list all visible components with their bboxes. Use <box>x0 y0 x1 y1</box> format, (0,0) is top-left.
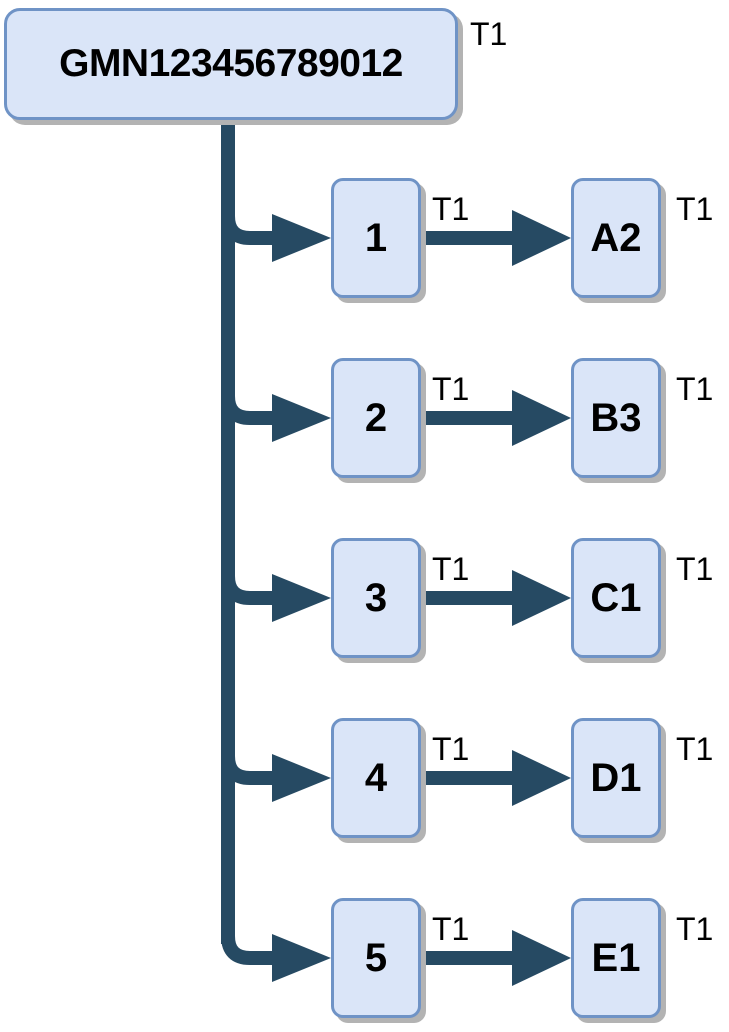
node-leaf-5[interactable]: E1 <box>571 898 661 1018</box>
leaf-arrowhead-1 <box>512 210 571 266</box>
node-leaf-2[interactable]: B3 <box>571 358 661 478</box>
branch-arrowhead-5 <box>272 934 331 982</box>
node-leaf-3-tag: T1 <box>676 551 714 587</box>
node-mid-5[interactable]: 5 <box>331 898 421 1018</box>
branch-arrowhead-2 <box>272 394 331 442</box>
leaf-arrowhead-2 <box>512 390 571 446</box>
node-leaf-3-label: C1 <box>590 575 642 620</box>
edge-tag-1: T1 <box>432 191 470 227</box>
node-leaf-3[interactable]: C1 <box>571 538 661 658</box>
node-root-label: GMN123456789012 <box>59 42 403 85</box>
node-leaf-5-tag: T1 <box>676 911 714 947</box>
branch-elbow-5 <box>221 935 272 965</box>
branch-elbow-4 <box>221 755 272 785</box>
node-mid-2-label: 2 <box>364 395 388 440</box>
node-leaf-2-tag: T1 <box>676 371 714 407</box>
branch-arrowhead-3 <box>272 574 331 622</box>
edge-tag-3: T1 <box>432 551 470 587</box>
branch-elbow-1 <box>221 215 272 245</box>
node-mid-1-label: 1 <box>364 215 388 260</box>
node-leaf-5-label: E1 <box>591 935 641 980</box>
node-leaf-2-label: B3 <box>590 395 642 440</box>
node-leaf-4-label: D1 <box>590 755 642 800</box>
node-mid-5-label: 5 <box>364 935 388 980</box>
node-root[interactable]: GMN123456789012 <box>4 8 458 120</box>
edge-tag-4: T1 <box>432 731 470 767</box>
node-mid-4[interactable]: 4 <box>331 718 421 838</box>
leaf-arrowhead-3 <box>512 570 571 626</box>
node-leaf-1[interactable]: A2 <box>571 178 661 298</box>
node-leaf-4[interactable]: D1 <box>571 718 661 838</box>
node-leaf-4-tag: T1 <box>676 731 714 767</box>
node-leaf-1-tag: T1 <box>676 191 714 227</box>
node-mid-3[interactable]: 3 <box>331 538 421 658</box>
branch-arrowhead-1 <box>272 214 331 262</box>
node-mid-3-label: 3 <box>364 575 388 620</box>
branch-arrowhead-4 <box>272 754 331 802</box>
node-leaf-1-label: A2 <box>590 215 642 260</box>
edge-tag-2: T1 <box>432 371 470 407</box>
edge-tag-5: T1 <box>432 911 470 947</box>
node-root-tag: T1 <box>470 16 508 52</box>
leaf-arrowhead-4 <box>512 750 571 806</box>
branch-elbow-2 <box>221 395 272 425</box>
leaf-arrowhead-5 <box>512 930 571 986</box>
node-mid-1[interactable]: 1 <box>331 178 421 298</box>
node-mid-2[interactable]: 2 <box>331 358 421 478</box>
branch-elbow-3 <box>221 575 272 605</box>
node-mid-4-label: 4 <box>364 755 388 800</box>
